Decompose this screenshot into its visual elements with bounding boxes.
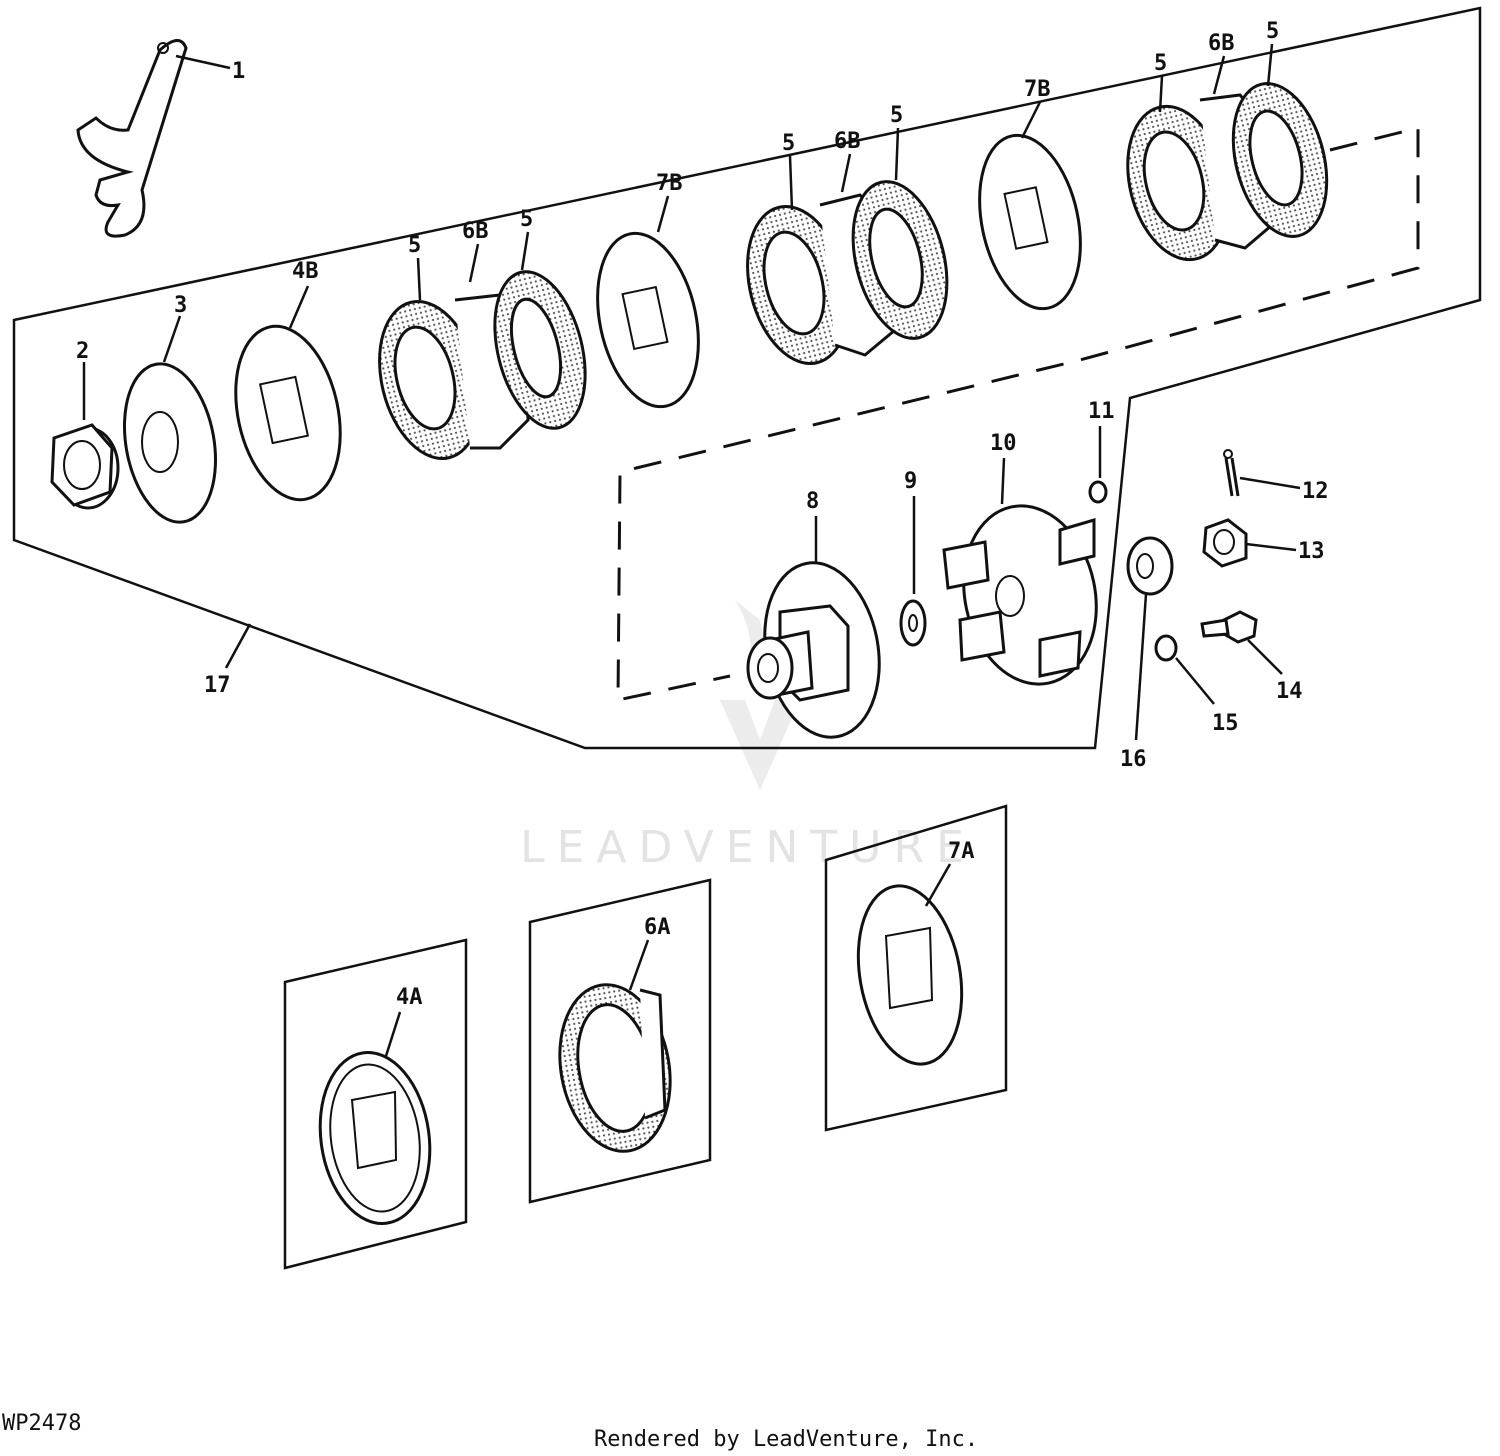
callout-5-f: 5	[1266, 19, 1279, 44]
leader-17	[224, 623, 252, 669]
callout-6b-1: 6B	[462, 219, 489, 244]
callout-5-a: 5	[408, 233, 421, 258]
callout-6b-3: 6B	[1208, 31, 1235, 56]
callout-13: 13	[1298, 539, 1325, 564]
callout-6a: 6A	[644, 915, 671, 940]
callout-11: 11	[1088, 399, 1115, 424]
callout-7b-1: 7B	[656, 171, 683, 196]
callout-10: 10	[990, 431, 1017, 456]
callout-9: 9	[904, 469, 917, 494]
callout-16: 16	[1120, 747, 1147, 772]
callout-2: 2	[76, 339, 89, 364]
slotted-nut	[50, 423, 120, 510]
clutch-pack-3	[1126, 82, 1329, 262]
callout-1: 1	[232, 59, 245, 84]
callout-5-c: 5	[782, 131, 795, 156]
square-bore-plate-7b-2	[978, 133, 1082, 311]
callout-3: 3	[174, 293, 187, 318]
callout-5-e: 5	[1154, 51, 1167, 76]
callout-8: 8	[806, 489, 819, 514]
callout-5-d: 5	[890, 103, 903, 128]
lock-washer	[1154, 634, 1178, 662]
square-bore-plate-7b-1	[596, 231, 700, 409]
callout-7b-2: 7B	[1024, 77, 1051, 102]
inset-4a	[283, 938, 468, 1270]
inset-7a	[824, 804, 1008, 1132]
spanner-wrench	[76, 39, 188, 238]
clutch-hub	[746, 561, 881, 739]
cap-screw	[1200, 610, 1258, 644]
figure-id: WP2478	[2, 1411, 81, 1436]
set-screw	[1088, 480, 1108, 504]
callout-4a: 4A	[396, 985, 423, 1010]
callout-5-b: 5	[520, 207, 533, 232]
retainer-cap	[1126, 536, 1174, 596]
callout-17: 17	[204, 673, 231, 698]
clutch-pack-2	[746, 180, 949, 365]
inset-6a	[528, 878, 712, 1204]
flat-washer	[122, 362, 218, 524]
clutch-pack-1	[378, 270, 587, 460]
spacer-washer	[899, 599, 927, 647]
callout-14: 14	[1276, 679, 1303, 704]
drive-cup	[942, 504, 1098, 686]
callout-7a: 7A	[948, 839, 975, 864]
callout-4b: 4B	[292, 259, 319, 284]
square-bore-plate-4b	[234, 324, 342, 502]
assembly-outline	[12, 6, 1482, 750]
render-credit: Rendered by LeadVenture, Inc.	[594, 1427, 978, 1452]
lock-nut	[1202, 518, 1248, 568]
callout-15: 15	[1212, 711, 1239, 736]
watermark: LEADVENTURE	[520, 600, 976, 873]
watermark-text: LEADVENTURE	[520, 822, 976, 873]
cotter-pin	[1223, 449, 1240, 497]
callout-12: 12	[1302, 479, 1329, 504]
callout-6b-2: 6B	[834, 129, 861, 154]
